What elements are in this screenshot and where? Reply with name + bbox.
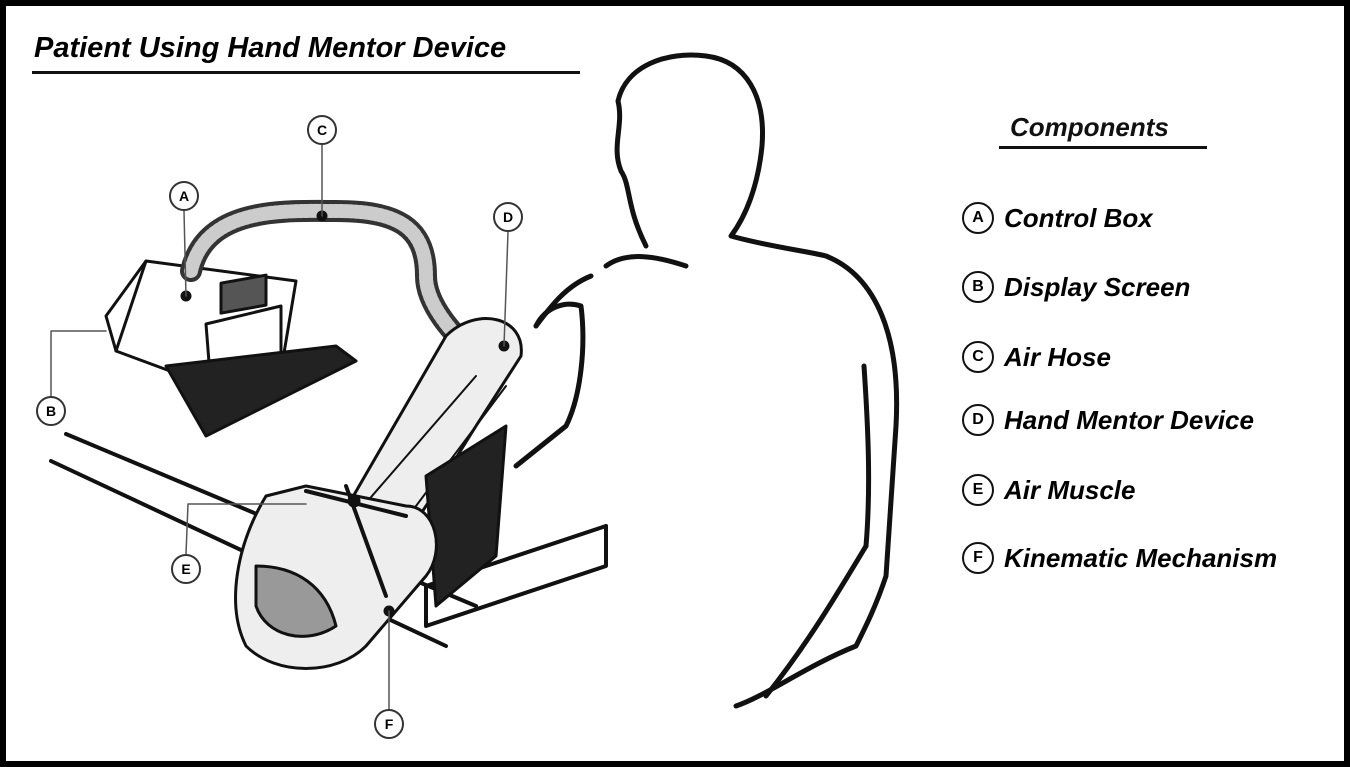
legend-badge: F	[962, 542, 994, 574]
air-hose	[180, 199, 482, 362]
patient-silhouette	[513, 52, 900, 709]
legend-label: Hand Mentor Device	[1004, 404, 1254, 435]
legend-item: F Kinematic Mechanism	[962, 542, 1277, 574]
callout-a: A	[169, 181, 199, 211]
page-title: Patient Using Hand Mentor Device	[34, 32, 507, 64]
legend-item: E Air Muscle	[962, 474, 1136, 506]
legend-underline	[999, 146, 1207, 149]
legend-badge: A	[962, 202, 994, 234]
legend-badge: D	[962, 404, 994, 436]
legend-badge: B	[962, 271, 994, 303]
legend-label: Air Hose	[1004, 341, 1111, 372]
legend-title: Components	[1010, 112, 1169, 142]
legend-label: Air Muscle	[1004, 474, 1136, 505]
callout-c: C	[307, 115, 337, 145]
callout-b: B	[36, 396, 66, 426]
legend-badge: C	[962, 341, 994, 373]
legend-item: C Air Hose	[962, 341, 1111, 373]
legend-item: A Control Box	[962, 202, 1153, 234]
callout-f: F	[374, 709, 404, 739]
callout-d: D	[493, 202, 523, 232]
illustration	[49, 52, 900, 710]
hand-mentor-device	[180, 210, 523, 670]
legend-item: B Display Screen	[962, 271, 1190, 303]
control-box	[104, 259, 358, 438]
title-underline	[32, 71, 580, 74]
legend-item: D Hand Mentor Device	[962, 404, 1254, 436]
callout-leaders	[50, 144, 509, 710]
legend-label: Kinematic Mechanism	[1004, 542, 1278, 573]
legend-label: Control Box	[1004, 202, 1153, 233]
legend-badge: E	[962, 474, 994, 506]
legend-label: Display Screen	[1004, 271, 1191, 302]
callout-e: E	[171, 554, 201, 584]
